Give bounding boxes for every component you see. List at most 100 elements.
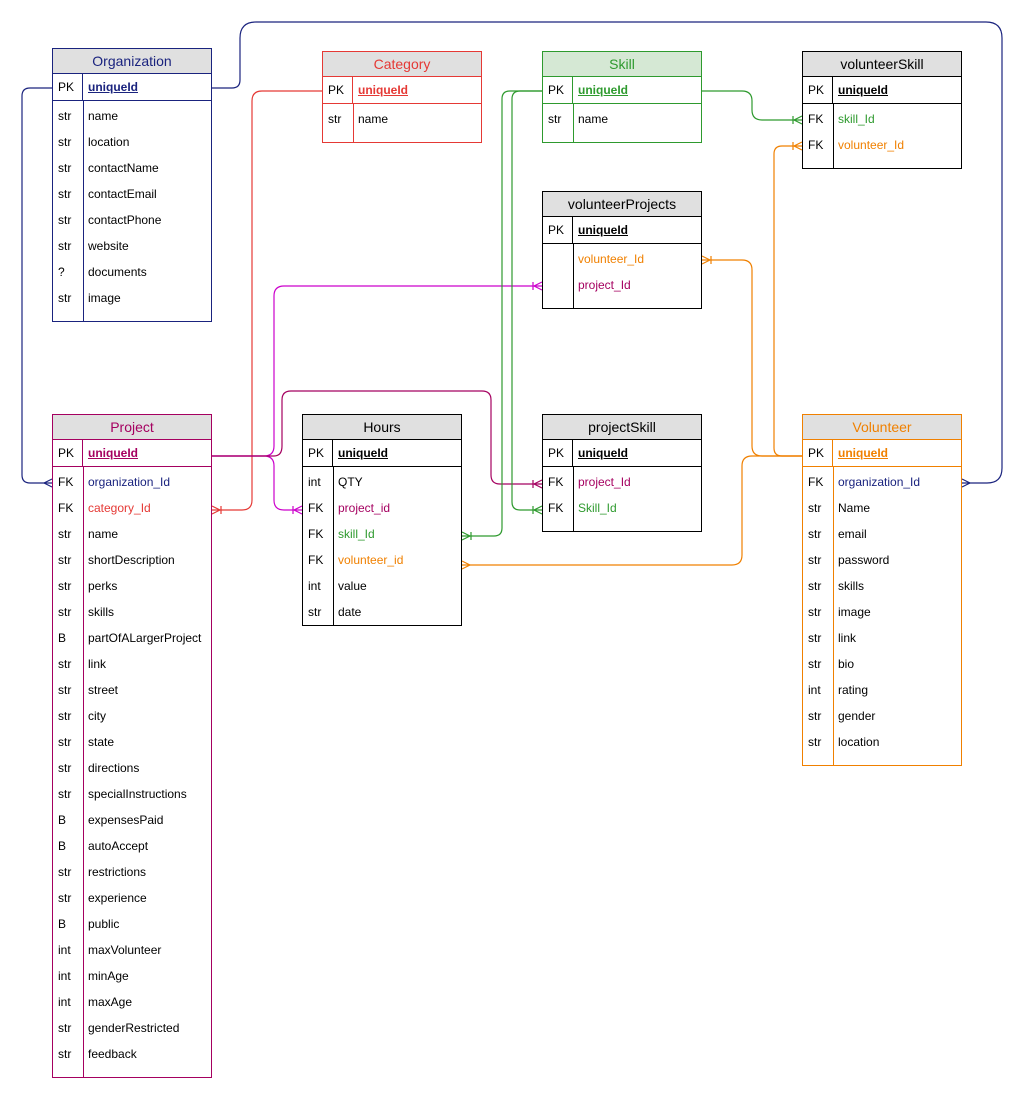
field-name: value	[338, 579, 367, 593]
field-key: int	[808, 683, 821, 697]
field-key: B	[58, 631, 67, 645]
pk-name: uniqueId	[838, 446, 888, 460]
field-name: name	[358, 112, 389, 126]
field-row: str image	[53, 285, 211, 311]
field-key: int	[58, 969, 71, 983]
field-name: email	[838, 527, 867, 541]
volunteer-skill-table-title: volunteerSkill	[803, 52, 961, 77]
hours-skill-crowfoot	[461, 531, 472, 541]
organization-table-title: Organization	[53, 49, 211, 74]
field-name: specialInstructions	[88, 787, 187, 801]
pk-name: uniqueId	[88, 80, 138, 94]
column-divider	[573, 467, 574, 531]
field-name: maxAge	[88, 995, 133, 1009]
field-key: str	[808, 501, 822, 515]
project-table-title: Project	[53, 415, 211, 440]
pk-key: PK	[323, 77, 353, 103]
field-key: FK	[808, 112, 824, 126]
field-name: directions	[88, 761, 140, 775]
field-name: gender	[838, 709, 876, 723]
field-row: ?documents	[53, 259, 211, 285]
field-name: partOfALargerProject	[88, 631, 202, 645]
field-key: str	[58, 161, 72, 175]
field-key: str	[58, 709, 72, 723]
hours-project-crowfoot	[292, 505, 303, 515]
field-name: maxVolunteer	[88, 943, 162, 957]
field-name: Skill_Id	[578, 501, 617, 515]
pk-name: uniqueId	[838, 83, 888, 97]
field-key: str	[58, 553, 72, 567]
skill-volunteerskill-link	[702, 90, 802, 121]
skill-projectskill-link	[511, 90, 542, 511]
field-key: str	[58, 605, 72, 619]
project-projectskill-link	[212, 390, 542, 485]
field-key: str	[58, 683, 72, 697]
field-name: password	[838, 553, 890, 567]
field-name: location	[838, 735, 880, 749]
field-key: str	[58, 787, 72, 801]
vs-skill-crowfoot	[792, 115, 803, 125]
field-name: link	[88, 657, 107, 671]
field-name: project_Id	[578, 475, 631, 489]
project-category-crowfoot	[211, 505, 222, 515]
field-key: str	[808, 527, 822, 541]
field-key: str	[58, 291, 72, 305]
field-key: str	[808, 579, 822, 593]
field-key: FK	[308, 501, 324, 515]
field-key: B	[58, 839, 67, 853]
pk-name: uniqueId	[578, 223, 628, 237]
field-name: contactName	[88, 161, 159, 175]
field-key: B	[58, 917, 67, 931]
skill-hours-link	[462, 90, 542, 537]
field-name: Name	[838, 501, 871, 515]
field-key: str	[58, 735, 72, 749]
project-org-crowfoot	[43, 478, 53, 488]
field-name: volunteer_Id	[838, 138, 905, 152]
field-name: category_Id	[88, 501, 151, 515]
field-name: image	[88, 291, 121, 305]
ps-skill-crowfoot	[532, 505, 543, 515]
field-key: str	[808, 735, 822, 749]
field-row: project_Id	[543, 272, 701, 298]
field-name: restrictions	[88, 865, 147, 879]
field-row: volunteer_Id	[543, 246, 701, 272]
field-key: str	[58, 213, 72, 227]
field-key: str	[328, 112, 342, 126]
field-name: bio	[838, 657, 855, 671]
field-name: image	[838, 605, 871, 619]
field-row: str Name	[803, 495, 961, 521]
field-key: str	[808, 631, 822, 645]
column-divider	[833, 104, 834, 168]
field-key: B	[58, 813, 67, 827]
